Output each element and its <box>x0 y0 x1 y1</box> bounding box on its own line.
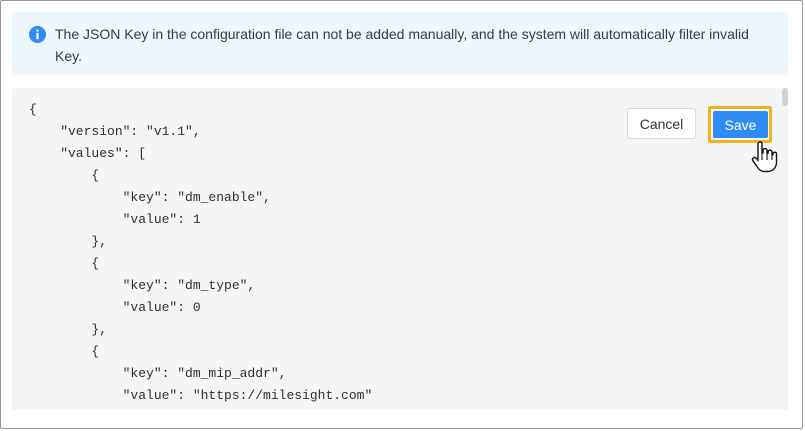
code-line: "key": "dm_mip_addr", <box>29 366 287 381</box>
info-icon <box>29 26 46 43</box>
code-line: "key": "dm_type", <box>29 278 256 293</box>
code-line: "value": "https://milesight.com" <box>29 388 373 403</box>
code-line: "key": "dm_enable", <box>29 190 271 205</box>
json-editor[interactable]: { "version": "v1.1", "values": [ { "key"… <box>12 88 788 410</box>
code-line: }, <box>29 234 108 249</box>
code-line: { <box>29 168 100 183</box>
cancel-button[interactable]: Cancel <box>627 108 696 139</box>
notice-text: The JSON Key in the configuration file c… <box>55 26 749 64</box>
code-line: { <box>29 256 100 271</box>
save-button[interactable]: Save <box>713 111 768 138</box>
code-line: "values": [ <box>29 146 147 161</box>
json-code[interactable]: { "version": "v1.1", "values": [ { "key"… <box>29 99 372 407</box>
editor-scrollbar[interactable] <box>782 88 788 410</box>
info-notice: The JSON Key in the configuration file c… <box>12 12 788 75</box>
code-line: "value": 0 <box>29 300 201 315</box>
code-line: { <box>29 344 100 359</box>
code-line: }, <box>29 322 108 337</box>
code-line: { <box>29 102 37 117</box>
code-line: "version": "v1.1", <box>29 124 201 139</box>
hand-pointer-icon <box>751 141 778 173</box>
save-button-highlight <box>708 106 772 143</box>
scrollbar-thumb[interactable] <box>782 88 788 106</box>
code-line: "value": 1 <box>29 212 201 227</box>
